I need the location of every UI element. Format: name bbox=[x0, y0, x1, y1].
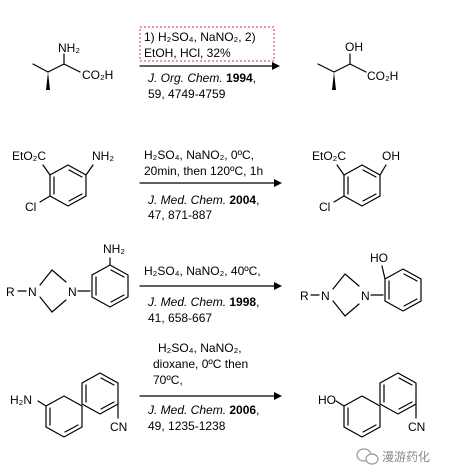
r2-pr-chloro-label: Cl bbox=[319, 200, 330, 214]
reaction-1: NH₂ CO₂H 1) H₂SO₄, NaNO₂, 2) EtOH, HCl, … bbox=[32, 26, 398, 101]
r3-pr-r-label: R bbox=[300, 289, 309, 303]
r1-product: OH CO₂H bbox=[317, 40, 398, 90]
r3-year: 1998 bbox=[229, 295, 256, 309]
r3-pr-hydroxyl-label: HO bbox=[370, 251, 388, 265]
r3-sm-n1-label: N bbox=[28, 285, 37, 299]
r2-sm-ester-label: EtO₂C bbox=[12, 149, 46, 163]
watermark-text: 漫游药化 bbox=[382, 450, 430, 464]
r3-product: R N N HO bbox=[300, 251, 422, 317]
r4-product: HO CN bbox=[318, 372, 425, 438]
r2-pages: 47, 871-887 bbox=[148, 208, 212, 222]
r1-pr-hydroxyl-label: OH bbox=[345, 40, 363, 54]
r3-pr-n1-label: N bbox=[321, 289, 330, 303]
r4-cond-line-3: 70ºC, bbox=[153, 373, 183, 387]
r2-cond-line-2: 20min, then 120ºC, 1h bbox=[144, 164, 263, 178]
r1-pr-acid-label: CO₂H bbox=[367, 69, 398, 83]
reaction-3: R N N NH₂ H₂SO₄, NaNO₂, 40ºC, J. Med. Ch… bbox=[6, 242, 422, 325]
r3-pr-n2-label: N bbox=[361, 289, 370, 303]
r1-journal: J. Org. Chem. bbox=[147, 71, 223, 85]
r2-pr-ester-label: EtO₂C bbox=[312, 149, 346, 163]
r2-starting-material: EtO₂C NH₂ Cl bbox=[12, 149, 114, 214]
r2-year: 2004 bbox=[229, 193, 256, 207]
r3-journal: J. Med. Chem. bbox=[147, 295, 226, 309]
r1-year: 1994 bbox=[226, 71, 253, 85]
r4-year: 2006 bbox=[229, 403, 256, 417]
r4-pages: 49, 1235-1238 bbox=[148, 419, 226, 433]
reaction-4: H₂N CN H₂SO₄, NaNO₂, dioxane, 0ºC then 7… bbox=[10, 341, 425, 438]
r2-journal: J. Med. Chem. bbox=[147, 193, 226, 207]
r4-reference: J. Med. Chem. 2006, bbox=[147, 403, 259, 417]
r1-cond-line-2: EtOH, HCl, 32% bbox=[144, 46, 231, 60]
reaction-2: EtO₂C NH₂ Cl H₂SO₄, NaNO₂, 0ºC, 20min, t… bbox=[12, 148, 400, 222]
r1-sm-amine-label: NH₂ bbox=[58, 41, 80, 55]
r1-starting-material: NH₂ CO₂H bbox=[32, 41, 113, 90]
r3-sm-n2-label: N bbox=[68, 285, 77, 299]
r2-reference: J. Med. Chem. 2004, bbox=[147, 193, 259, 207]
r1-cond-line-1: 1) H₂SO₄, NaNO₂, 2) bbox=[144, 30, 256, 44]
r4-cond-line-2: dioxane, 0ºC then bbox=[153, 357, 248, 371]
r4-sm-nitrile-label: CN bbox=[110, 420, 127, 434]
r2-product: EtO₂C OH Cl bbox=[312, 149, 400, 214]
r2-sm-chloro-label: Cl bbox=[25, 200, 36, 214]
r3-sm-amine-label: NH₂ bbox=[103, 242, 125, 256]
r4-cond-line-1: H₂SO₄, NaNO₂, bbox=[158, 341, 242, 355]
r1-sm-acid-label: CO₂H bbox=[82, 68, 113, 82]
r4-journal: J. Med. Chem. bbox=[147, 403, 226, 417]
r2-pr-hydroxyl-label: OH bbox=[382, 149, 400, 163]
r3-pages: 41, 658-667 bbox=[148, 311, 212, 325]
wechat-icon bbox=[356, 448, 379, 465]
r4-pr-nitrile-label: CN bbox=[408, 420, 425, 434]
r1-reference: J. Org. Chem. 1994, bbox=[147, 71, 256, 85]
r4-starting-material: H₂N CN bbox=[10, 372, 127, 438]
r2-sm-amine-label: NH₂ bbox=[92, 149, 114, 163]
r2-cond-line-1: H₂SO₄, NaNO₂, 0ºC, bbox=[144, 148, 254, 162]
r4-pr-hydroxyl-label: HO bbox=[318, 393, 336, 407]
r3-reference: J. Med. Chem. 1998, bbox=[147, 295, 259, 309]
watermark: 漫游药化 bbox=[356, 448, 430, 465]
r3-sm-r-label: R bbox=[6, 285, 15, 299]
r1-pages: 59, 4749-4759 bbox=[148, 87, 226, 101]
r3-starting-material: R N N NH₂ bbox=[6, 242, 129, 313]
r3-cond-line-1: H₂SO₄, NaNO₂, 40ºC, bbox=[144, 264, 261, 278]
r4-sm-amine-label: H₂N bbox=[10, 393, 32, 407]
